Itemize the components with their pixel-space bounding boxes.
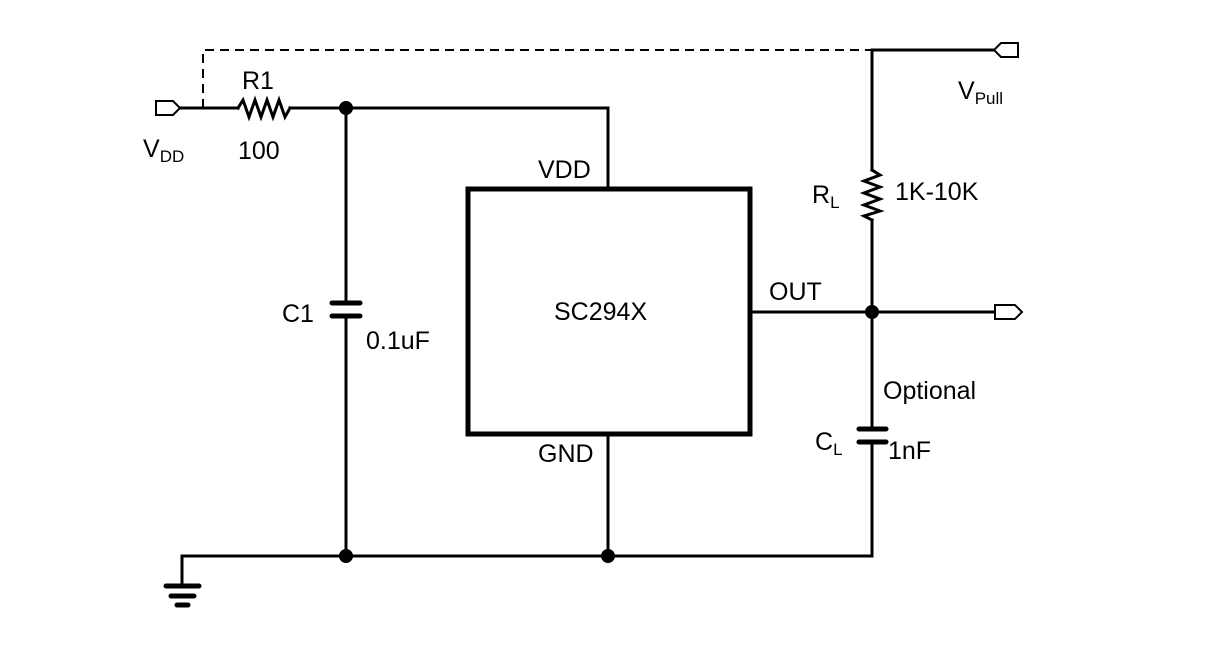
vdd-input-port (155, 100, 182, 116)
vpull-label: VPull (958, 77, 1003, 108)
junction-dot-out (865, 305, 879, 319)
junction-dot-c1-top (339, 101, 353, 115)
ground-symbol (163, 554, 202, 608)
cl-note-label: Optional (883, 377, 976, 405)
cl-value-label: 1nF (888, 437, 931, 465)
rl-name-label: RL (812, 181, 840, 212)
vdd-label: VDD (143, 135, 184, 166)
ic-pin-vdd-label: VDD (538, 156, 591, 184)
cl-name-label: CL (815, 428, 843, 459)
vpull-port (992, 42, 1019, 58)
r1-value-label: 100 (238, 137, 280, 165)
dashed-pullup-link (202, 49, 872, 108)
r1-resistor (235, 95, 293, 122)
ground-bus (180, 441, 874, 558)
junction-dot-c1-bottom (339, 549, 353, 563)
r1-name-label: R1 (242, 67, 274, 95)
junction-dot-gnd (601, 549, 615, 563)
cl-capacitor (856, 426, 889, 445)
c1-name-label: C1 (282, 300, 314, 328)
ic-name-label: SC294X (554, 298, 647, 326)
out-port (994, 304, 1024, 320)
ic-pin-out-label: OUT (769, 278, 822, 306)
rl-value-label: 1K-10K (895, 178, 979, 206)
rl-resistor (859, 167, 885, 223)
c1-value-label: 0.1uF (366, 327, 430, 355)
c1-capacitor (329, 300, 363, 319)
ic-pin-gnd-label: GND (538, 440, 594, 468)
